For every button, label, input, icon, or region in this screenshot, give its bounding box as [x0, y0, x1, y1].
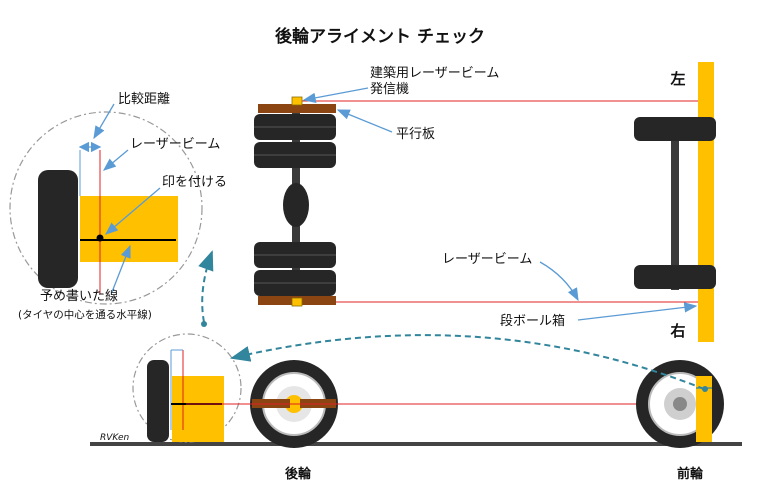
cardboard-box-side [696, 376, 712, 442]
laser-beam-arrow-zoom [103, 149, 129, 171]
pre-line-label: 予め書いた線 [40, 288, 118, 304]
laser-beam-label-top: レーザービーム [442, 252, 532, 267]
front-wheel-label: 前輪 [677, 466, 704, 482]
front-tire-right [634, 265, 716, 289]
zoom-tire [38, 170, 78, 288]
front-tire-left [634, 117, 716, 141]
zoom-box [80, 196, 178, 262]
side-detail-circle [132, 333, 242, 443]
parallel-plate-label: 平行板 [396, 127, 435, 142]
laser-emitter-label-2: 発信機 [370, 82, 409, 97]
right-label: 右 [670, 322, 685, 340]
laser-emitter-top [291, 96, 303, 106]
differential [283, 183, 309, 227]
signature: RVKen [100, 433, 130, 443]
side-detail-tire [147, 360, 169, 442]
parallel-plate-arrow [336, 109, 393, 133]
side-connector-arc [230, 334, 705, 390]
laser-emitter-arrow [302, 87, 369, 103]
mark-arrow [105, 187, 161, 235]
parallel-plate-top [258, 104, 336, 113]
pre-line-note: (タイヤの中心を通る水平線) [18, 308, 152, 321]
zoom-circle [9, 111, 203, 305]
ground [90, 442, 742, 446]
pre-line-arrow [111, 244, 131, 293]
cardboard-box-arrow [577, 302, 698, 321]
laser-emitter-bottom [291, 297, 303, 307]
left-label: 左 [669, 70, 685, 88]
zoom-mark-dot [96, 234, 104, 242]
cardboard-box-top-view [698, 62, 714, 342]
page-title: 後輪アライメント チェック [275, 26, 485, 47]
laser-emitter-label-1: 建築用レーザービーム [370, 66, 499, 81]
compare-distance-arrow [93, 103, 115, 140]
side-detail-box [172, 376, 224, 442]
mark-label: 印を付ける [162, 175, 227, 190]
zoom-connector [198, 250, 214, 323]
rear-wheel-label: 後輪 [285, 466, 312, 482]
laser-beam-arrow-top [539, 261, 579, 302]
cardboard-box-label: 段ボール箱 [500, 313, 565, 329]
compare-distance-label: 比較距離 [118, 92, 170, 107]
laser-beam-label-zoom: レーザービーム [130, 137, 220, 152]
